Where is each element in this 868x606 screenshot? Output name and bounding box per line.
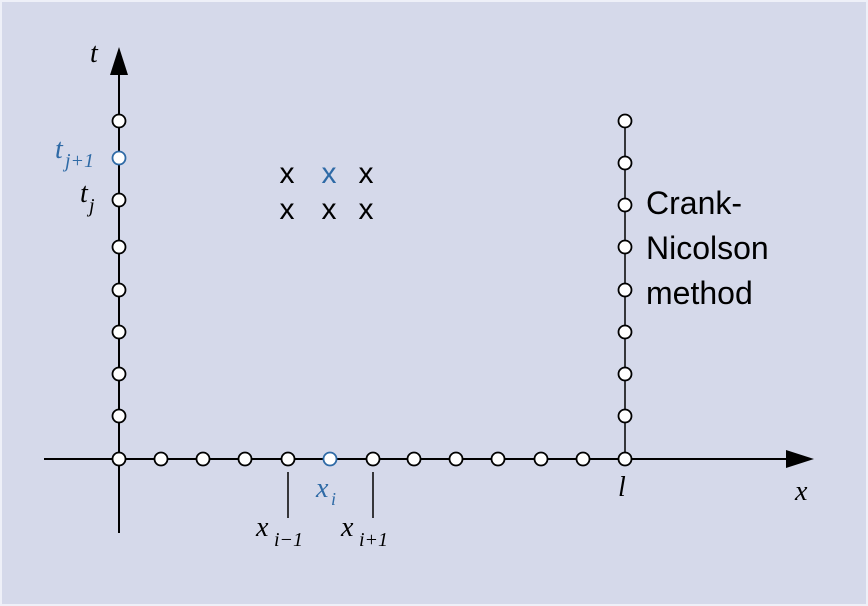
x-axis-node xyxy=(617,451,633,467)
t-axis-node xyxy=(111,282,127,298)
t-axis-node xyxy=(111,113,127,129)
boundary-node xyxy=(617,408,633,424)
x-tick-center: x i xyxy=(315,473,336,509)
t-axis-arrowhead xyxy=(110,47,128,75)
t-axis-node xyxy=(111,408,127,424)
boundary-node xyxy=(617,324,633,340)
boundary-node xyxy=(617,155,633,171)
x-axis-node xyxy=(153,451,169,467)
x-left-sub: i−1 xyxy=(274,529,303,551)
x-axis-node xyxy=(365,451,381,467)
x-axis-node xyxy=(448,451,464,467)
method-label-line1: Crank- xyxy=(646,185,742,221)
x-axis-node xyxy=(237,451,253,467)
method-label: Crank- Nicolson method xyxy=(646,185,769,311)
method-label-line3: method xyxy=(646,275,753,311)
x-axis-node xyxy=(533,451,549,467)
t-axis-node-highlight xyxy=(111,150,127,166)
boundary-node xyxy=(617,197,633,213)
x-right-sub: i+1 xyxy=(359,529,388,551)
x-center-base: x xyxy=(315,473,329,504)
stencil-mark-bottom-center: x xyxy=(322,193,337,226)
t-axis-node xyxy=(111,324,127,340)
t-axis-node xyxy=(111,239,127,255)
x-axis-node xyxy=(111,451,127,467)
boundary-node xyxy=(617,366,633,382)
x-axis-node xyxy=(406,451,422,467)
t-upper-base: t xyxy=(55,134,64,165)
grid-nodes xyxy=(111,113,633,467)
x-axis-node-highlight xyxy=(322,451,338,467)
boundary-node xyxy=(617,239,633,255)
x-axis-node xyxy=(575,451,591,467)
x-right-base: x xyxy=(340,512,354,543)
stencil-mark-bottom-left: x xyxy=(280,193,295,226)
x-axis-node xyxy=(195,451,211,467)
stencil-mark-top-center: x xyxy=(322,157,337,190)
stencil-mark-top-right: x xyxy=(359,157,374,190)
boundary-node xyxy=(617,113,633,129)
x-axis-arrowhead xyxy=(786,450,814,468)
t-axis-node xyxy=(111,366,127,382)
t-tick-upper: t j+1 xyxy=(55,134,94,172)
stencil-mark-bottom-right: x xyxy=(359,193,374,226)
boundary-node xyxy=(617,282,633,298)
stencil: x x x x x x xyxy=(280,157,374,226)
t-lower-base: t xyxy=(80,178,89,209)
t-axis-label: t xyxy=(90,38,99,69)
x-tick-left: x i−1 xyxy=(255,512,303,551)
t-upper-sub: j+1 xyxy=(62,150,94,172)
t-tick-lower: t j xyxy=(80,178,95,217)
l-label: l xyxy=(618,472,626,503)
t-axis-node xyxy=(111,192,127,208)
x-tick-right: x i+1 xyxy=(340,512,388,551)
t-lower-sub: j xyxy=(86,195,95,217)
x-left-base: x xyxy=(255,512,269,543)
stencil-mark-top-left: x xyxy=(280,157,295,190)
x-axis-node xyxy=(490,451,506,467)
x-center-sub: i xyxy=(331,489,336,509)
x-axis-label: x xyxy=(794,476,808,507)
method-label-line2: Nicolson xyxy=(646,230,769,266)
x-axis-node xyxy=(280,451,296,467)
